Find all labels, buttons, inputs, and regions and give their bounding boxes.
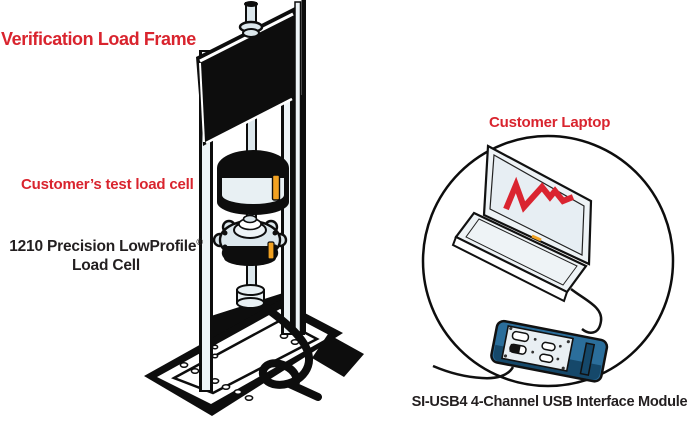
customer-laptop-label: Customer Laptop bbox=[489, 114, 611, 131]
lowprofile-connector bbox=[267, 241, 275, 260]
line-chart-graphic bbox=[503, 176, 575, 213]
usb-module-graphic bbox=[490, 319, 609, 383]
base-shadow bbox=[312, 334, 364, 377]
module-sensor-cable bbox=[432, 364, 515, 380]
laptop-base-inner bbox=[465, 218, 578, 286]
module-plug bbox=[509, 343, 521, 354]
rod-collar bbox=[236, 284, 265, 309]
test-load-cell-connector bbox=[271, 174, 281, 201]
crosshead-panel bbox=[196, 7, 295, 146]
lowprofile-load-cell-graphic bbox=[212, 214, 288, 266]
load-frame-illustration bbox=[144, 0, 364, 416]
registered-mark: ® bbox=[196, 237, 203, 247]
load-frame-label: Verification Load Frame bbox=[1, 29, 196, 49]
precision-load-cell-line2: Load Cell bbox=[72, 257, 140, 275]
usb-module-label: SI-USB4 4-Channel USB Interface Module bbox=[411, 394, 688, 410]
top-bolt bbox=[238, 1, 264, 38]
laptop-logo-mark bbox=[531, 234, 542, 242]
inset-circle-group bbox=[421, 134, 675, 388]
load-cell-cable bbox=[258, 304, 322, 401]
laptop-graphic bbox=[451, 144, 593, 303]
precision-load-cell-label: 1210 Precision LowProfile® Load Cell bbox=[6, 233, 206, 275]
test-load-cell-graphic bbox=[217, 150, 289, 215]
test-load-cell-label: Customer’s test load cell bbox=[21, 176, 194, 193]
module-screws bbox=[503, 326, 570, 370]
laptop-usb-cable bbox=[570, 288, 603, 334]
precision-load-cell-name: 1210 Precision LowProfile bbox=[9, 238, 197, 256]
laptop-base-front bbox=[451, 235, 569, 303]
module-end-strap bbox=[579, 342, 596, 376]
